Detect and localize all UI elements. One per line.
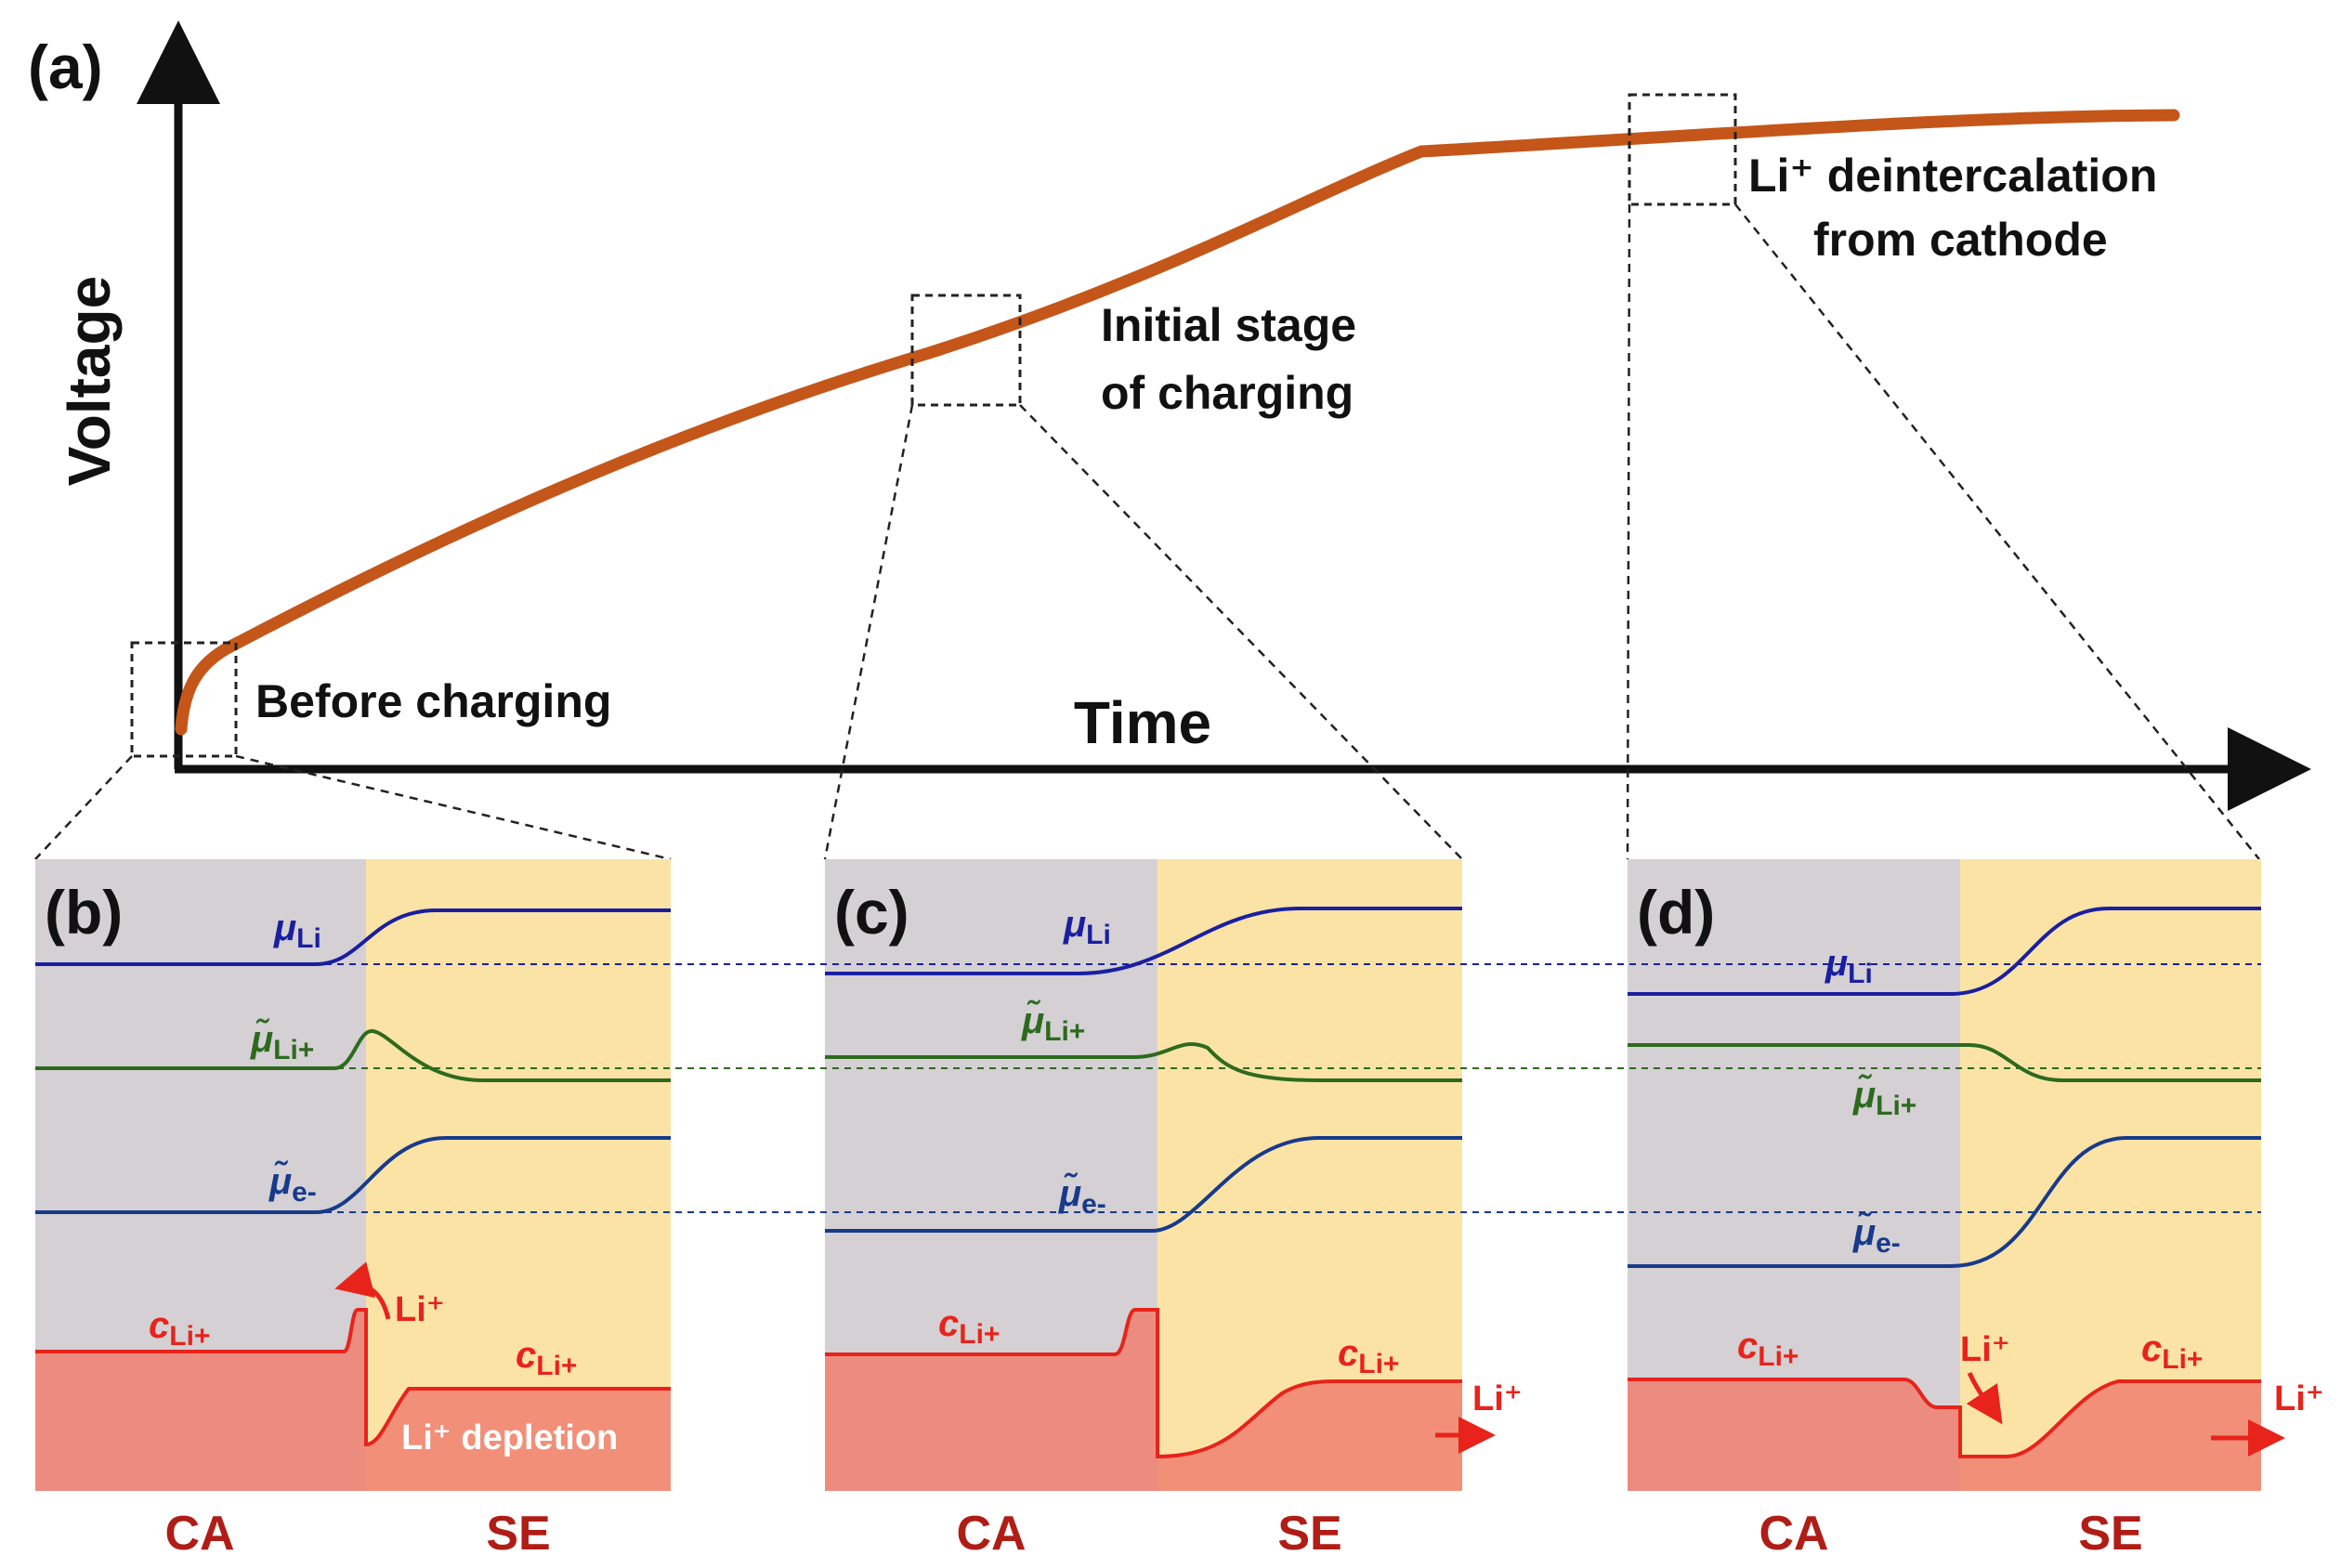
panel-c-ca-label: CA [956, 1507, 1026, 1561]
zoom-box-before-charging [130, 641, 238, 758]
annotation-deintercalation-line2: from cathode [1813, 214, 2108, 266]
panel-d-mu-e-curve [1628, 1136, 2261, 1268]
panel-c-mu-li-plus-curve [825, 1042, 1462, 1082]
panel-c-se-label: SE [1277, 1507, 1341, 1561]
voltage-curve [175, 109, 2180, 736]
panel-b-mu-li-label: μLi [273, 908, 321, 954]
annotation-deintercalation-line1: Li⁺ deintercalation [1748, 150, 2157, 202]
panel-b: (b) μLi μ̃Li+ μ̃e- cLi+ cLi+ Li⁺ Li⁺ dep… [35, 859, 671, 1491]
y-axis-label: Voltage [56, 276, 123, 486]
zoom-box-initial-stage [910, 294, 1022, 407]
region-labels: CA SE CA SE CA SE [164, 1507, 2142, 1561]
panel-c-label: (c) [834, 878, 909, 947]
panel-d-mu-li-plus-curve [1628, 1043, 2261, 1082]
panel-b-c-li-plus-label-se: cLi+ [516, 1335, 577, 1381]
panel-b-ca-label: CA [164, 1507, 234, 1561]
panel-a-label: (a) [28, 33, 103, 101]
panel-b-mu-li-plus-label: μ̃Li+ [250, 1017, 314, 1065]
panel-b-li-arrow [334, 1261, 391, 1320]
annotation-initial-stage-line2: of charging [1101, 367, 1354, 419]
panel-d-se-label: SE [2078, 1507, 2142, 1561]
panel-b-concentration-curve [35, 1308, 671, 1447]
panel-c-mu-li-curve [825, 907, 1462, 975]
panel-b-mu-e-curve [35, 1136, 671, 1214]
panel-d-concentration-fill [1628, 1379, 2261, 1491]
panel-d-c-li-plus-label-se: cLi+ [2141, 1328, 2203, 1375]
panel-d-li-plus-label-right: Li⁺ [2274, 1379, 2324, 1418]
reference-lines [35, 963, 2261, 1213]
panel-b-c-li-plus-label-ca: cLi+ [149, 1305, 210, 1352]
panel-d-li-arrow-down [1966, 1371, 2003, 1425]
zoom-box-deintercalation [1628, 93, 1737, 206]
annotation-initial-stage-line1: Initial stage [1101, 299, 1356, 351]
panel-d-mu-li-curve [1628, 907, 2261, 996]
projection-lines [34, 203, 2260, 861]
panel-d-ca-label: CA [1759, 1507, 1828, 1561]
panel-c-li-plus-label: Li⁺ [1472, 1379, 1523, 1418]
panel-c-c-li-plus-label-se: cLi+ [1338, 1333, 1399, 1379]
panel-c-mu-e-label: μ̃e- [1058, 1171, 1106, 1220]
panel-b-li-plus-label: Li⁺ [395, 1290, 445, 1329]
panel-d-mu-e-label: μ̃e- [1852, 1210, 1901, 1259]
panel-c-mu-e-curve [825, 1136, 1462, 1233]
panel-c-mu-li-label: μLi [1063, 904, 1111, 950]
panel-c: (c) μLi μ̃Li+ μ̃e- cLi+ cLi+ Li⁺ [825, 859, 1523, 1491]
panel-d-concentration-curve [1628, 1378, 2261, 1458]
panel-d-li-plus-label-center: Li⁺ [1960, 1330, 2010, 1369]
panel-c-mu-li-plus-label: μ̃Li+ [1021, 999, 1085, 1047]
panel-d-label: (d) [1637, 878, 1715, 947]
panel-d-c-li-plus-label-ca: cLi+ [1737, 1326, 1798, 1372]
panel-a-voltage-plot: (a) Voltage Time Before charging Initial… [28, 20, 2311, 861]
panel-b-label: (b) [45, 878, 123, 947]
annotation-before-charging: Before charging [255, 675, 611, 727]
panel-d: (d) μLi μ̃Li+ μ̃e- cLi+ cLi+ Li⁺ Li⁺ [1628, 859, 2324, 1491]
panel-b-mu-li-plus-curve [35, 1028, 671, 1082]
panel-b-se-label: SE [486, 1507, 550, 1561]
panel-c-c-li-plus-label-ca: cLi+ [938, 1303, 1000, 1350]
panel-b-concentration-fill [35, 1310, 671, 1491]
panel-b-mu-e-label: μ̃e- [268, 1159, 317, 1208]
x-axis-label: Time [1074, 689, 1211, 756]
panel-c-concentration-curve [825, 1308, 1462, 1459]
panel-d-mu-li-plus-label: μ̃Li+ [1852, 1073, 1916, 1121]
panel-b-li-depletion-label: Li⁺ depletion [401, 1418, 618, 1457]
